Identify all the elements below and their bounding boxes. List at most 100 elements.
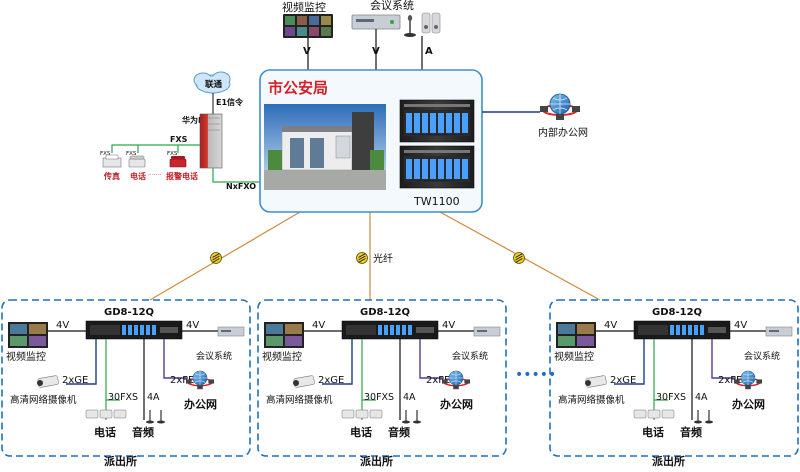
microphone-icon — [404, 15, 416, 37]
station-gige-label: 2xGE — [318, 375, 344, 386]
station-video-icon — [556, 322, 596, 348]
station-camera-label: 高清网络摄像机 — [558, 394, 625, 406]
e1-label: E1信令 — [216, 97, 244, 107]
station-site-label: 派出所 — [360, 454, 393, 468]
station-site-label: 派出所 — [652, 454, 685, 468]
station-frame — [1, 299, 251, 457]
fiber-node-center — [356, 252, 368, 264]
fax-icon — [102, 154, 122, 168]
audio-mic-icon — [402, 410, 421, 424]
video-wall-icon — [283, 14, 333, 38]
station-video-label: 视频监控 — [262, 350, 302, 363]
speaker-icon — [421, 12, 441, 34]
station-audio-label: 音频 — [680, 425, 702, 439]
station-frame — [257, 299, 507, 457]
station-video-label: 视频监控 — [554, 350, 594, 363]
tw1100-rack-lower — [399, 145, 475, 189]
phones-icon — [341, 409, 383, 419]
station-conf-icon — [765, 326, 793, 337]
station-fxs-label: 30FXS — [656, 392, 686, 403]
alarm-phone-icon — [169, 156, 187, 168]
pbx-label: 华为PBX — [182, 115, 217, 125]
station-gige-label: 2xGE — [62, 375, 88, 386]
station-2: GD8-12Q 4V 视频监控 4V 会议系统 — [257, 299, 507, 468]
station-v-left: 4V — [56, 320, 69, 331]
nxfxo-label: NxFXO — [226, 182, 256, 191]
station-fe-label: 2xFE — [170, 375, 194, 386]
fxs-label: FXS — [170, 135, 188, 144]
fiber-links: 光纤 — [149, 211, 601, 301]
station-camera-label: 高清网络摄像机 — [266, 394, 333, 406]
fax-label: 传真 — [103, 171, 120, 181]
station-audio-link-label: 4A — [403, 392, 416, 403]
station-conf-icon — [473, 326, 501, 337]
station-device-name: GD8-12Q — [360, 307, 410, 318]
station-frame — [549, 299, 799, 457]
pstn-section: 联通 E1信令 华为PBX FXS FXS FXS FXS 传真 电话 ... — [100, 71, 262, 191]
fxs-small-3: FXS — [167, 151, 178, 157]
station-fxs-label: 30FXS — [108, 392, 138, 403]
gd8-device-icon — [633, 320, 731, 340]
station-video-label: 视频监控 — [6, 350, 46, 363]
top-conference-label: 会议系统 — [370, 0, 414, 12]
fiber-node-right — [513, 252, 525, 264]
station-conf-label: 会议系统 — [744, 350, 780, 362]
top-conference: 会议系统 V A — [351, 0, 441, 70]
hq-device-label: TW1100 — [413, 195, 460, 208]
camera-icon — [37, 375, 59, 388]
station-conf-label: 会议系统 — [452, 350, 488, 362]
top-video-monitor: 视频监控 V — [282, 0, 333, 70]
fxs-small-2: FXS — [126, 151, 137, 157]
station-phone-label: 电话 — [350, 425, 372, 439]
station-fe-label: 2xFE — [718, 375, 742, 386]
station-audio-label: 音频 — [388, 425, 410, 439]
desk-phone-icon — [128, 155, 146, 168]
station-site-label: 派出所 — [104, 454, 137, 468]
top-v-label-1: V — [303, 46, 311, 57]
office-globe-icon — [185, 370, 215, 390]
station-office-label: 办公网 — [732, 397, 765, 411]
phones-icon — [633, 409, 675, 419]
station-phone-label: 电话 — [642, 425, 664, 439]
camera-icon — [585, 375, 607, 388]
intranet-label: 内部办公网 — [538, 126, 588, 139]
phone-label: 电话 — [130, 171, 146, 181]
police-building-image — [264, 104, 386, 190]
station-fe-label: 2xFE — [426, 375, 450, 386]
station-audio-label: 音频 — [132, 425, 154, 439]
top-video-monitor-label: 视频监控 — [282, 0, 326, 14]
top-v-label-2: V — [372, 46, 380, 57]
hq-title: 市公安局 — [268, 79, 328, 97]
station-phone-label: 电话 — [94, 425, 116, 439]
station-camera-label: 高清网络摄像机 — [10, 394, 77, 406]
fiber-node-left — [210, 252, 222, 264]
dots-label: ....... — [148, 170, 161, 177]
gd8-device-icon — [85, 320, 183, 340]
phones-icon — [85, 409, 127, 419]
cloud-label: 联通 — [205, 79, 223, 90]
gd8-device-icon — [341, 320, 439, 340]
alarm-phone-label: 报警电话 — [166, 171, 198, 181]
tw1100-rack-upper — [399, 99, 475, 143]
station-1: GD8-12Q 4V 视频监控 4V 会议系统 — [1, 299, 251, 468]
station-v-right: 4V — [734, 320, 747, 331]
station-audio-link-label: 4A — [695, 392, 708, 403]
pbx-cabinet-icon — [199, 113, 223, 169]
station-office-label: 办公网 — [184, 397, 217, 411]
intranet-globe-icon — [539, 93, 581, 121]
office-globe-icon — [733, 370, 763, 390]
station-gige-label: 2xGE — [610, 375, 636, 386]
station-video-icon — [264, 322, 304, 348]
station-v-left: 4V — [312, 320, 325, 331]
office-globe-icon — [441, 370, 471, 390]
station-v-right: 4V — [442, 320, 455, 331]
top-a-label: A — [425, 46, 433, 57]
station-office-label: 办公网 — [440, 397, 473, 411]
hq-box: 市公安局 — [259, 69, 483, 213]
audio-mic-icon — [694, 410, 713, 424]
station-v-right: 4V — [186, 320, 199, 331]
conference-host-icon — [351, 14, 401, 30]
station-v-left: 4V — [604, 320, 617, 331]
station-conf-icon — [217, 326, 245, 337]
station-audio-link-label: 4A — [147, 392, 160, 403]
